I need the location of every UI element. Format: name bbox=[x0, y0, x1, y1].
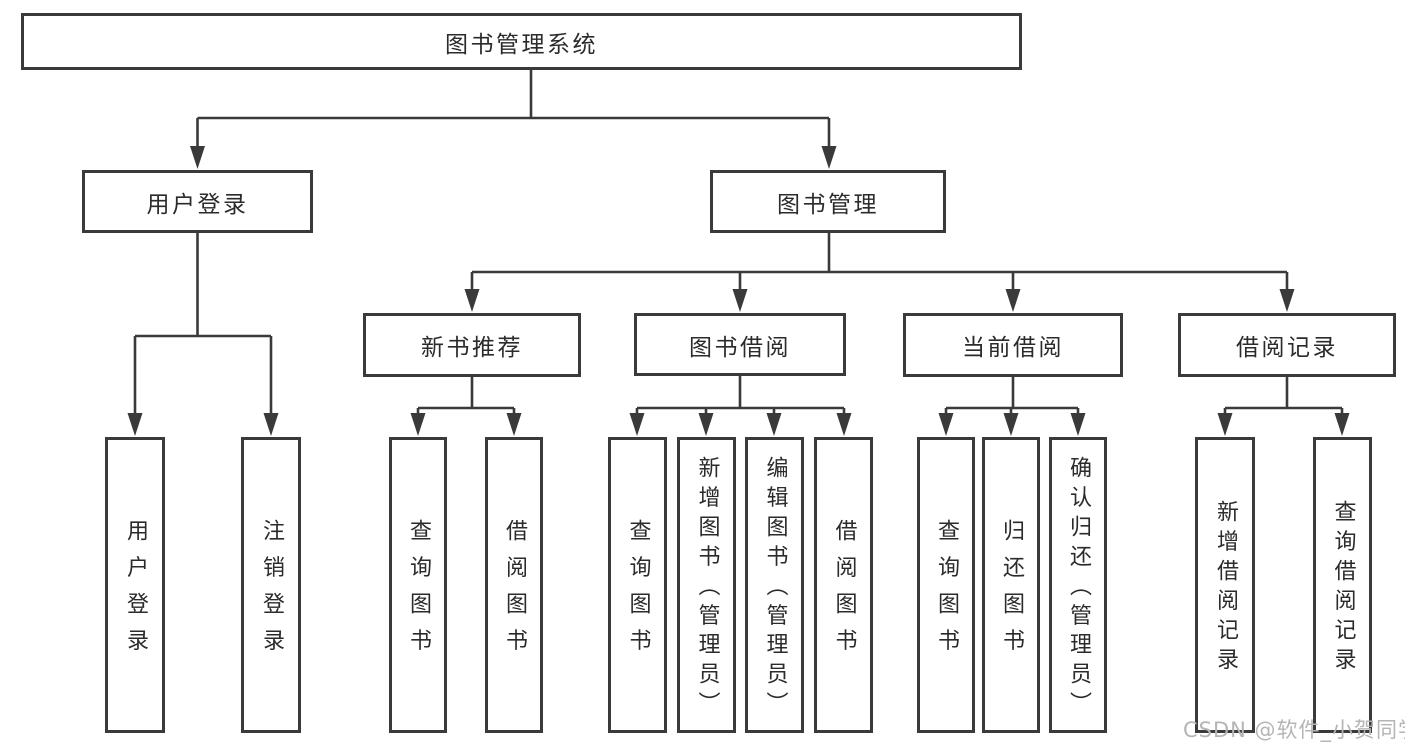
leaf-label: 确认归还（管理员） bbox=[1066, 456, 1091, 722]
leaf-confirm-return-admin: 确认归还（管理员） bbox=[1049, 437, 1107, 733]
arrowhead-icon bbox=[836, 413, 852, 436]
leaf-label: 注销登录 bbox=[259, 519, 284, 666]
leaf-label: 新增借阅记录 bbox=[1213, 500, 1238, 678]
arrowhead-icon bbox=[698, 413, 714, 436]
node-root: 图书管理系统 bbox=[21, 13, 1022, 70]
leaf-label: 编辑图书（管理员） bbox=[762, 456, 788, 722]
node-label: 新书推荐 bbox=[421, 335, 523, 361]
leaf-user-login: 用户登录 bbox=[105, 437, 165, 733]
node-new-book-recommend: 新书推荐 bbox=[363, 313, 581, 377]
leaf-label: 查询借阅记录 bbox=[1330, 500, 1356, 678]
leaf-borrow-books: 借阅图书 bbox=[814, 437, 873, 733]
leaf-label: 借阅图书 bbox=[831, 519, 857, 666]
arrowhead-icon bbox=[1005, 289, 1021, 312]
leaf-edit-books-admin: 编辑图书（管理员） bbox=[745, 437, 804, 733]
arrowhead-icon bbox=[190, 146, 205, 169]
leaf-add-books-admin: 新增图书（管理员） bbox=[677, 437, 736, 733]
node-book-management: 图书管理 bbox=[710, 170, 946, 233]
leaf-label: 查询图书 bbox=[406, 519, 431, 666]
arrowhead-icon bbox=[1003, 413, 1019, 436]
node-label: 图书管理 bbox=[777, 191, 879, 218]
leaf-query-books-current: 查询图书 bbox=[917, 437, 975, 733]
leaf-label: 借阅图书 bbox=[502, 519, 527, 666]
arrowhead-icon bbox=[410, 413, 426, 436]
node-borrowing-records: 借阅记录 bbox=[1178, 313, 1396, 377]
leaf-return-books: 归还图书 bbox=[982, 437, 1040, 733]
node-label: 借阅记录 bbox=[1236, 335, 1338, 361]
node-root-label: 图书管理系统 bbox=[445, 31, 598, 58]
arrowhead-icon bbox=[1217, 413, 1233, 436]
arrowhead-icon bbox=[766, 413, 782, 436]
leaf-query-books-recommend: 查询图书 bbox=[389, 437, 447, 733]
arrowhead-icon bbox=[938, 413, 954, 436]
arrowhead-icon bbox=[127, 413, 143, 436]
leaf-logout: 注销登录 bbox=[241, 437, 301, 733]
arrowhead-icon bbox=[1279, 289, 1295, 312]
leaf-label: 查询图书 bbox=[625, 519, 651, 666]
arrowhead-icon bbox=[506, 413, 522, 436]
arrowhead-icon bbox=[1070, 413, 1086, 436]
leaf-label: 新增图书（管理员） bbox=[694, 456, 720, 722]
node-label: 当前借阅 bbox=[962, 335, 1064, 361]
arrowhead-icon bbox=[464, 289, 480, 312]
arrowhead-icon bbox=[629, 413, 645, 436]
csdn-watermark: CSDN @软件_小贺同学 bbox=[1183, 718, 1405, 742]
leaf-label: 归还图书 bbox=[999, 519, 1024, 666]
node-current-borrowing: 当前借阅 bbox=[903, 313, 1123, 377]
arrowheads bbox=[127, 146, 1350, 436]
arrowhead-icon bbox=[263, 413, 279, 436]
leaf-label: 用户登录 bbox=[123, 519, 148, 666]
leaf-borrow-books-recommend: 借阅图书 bbox=[485, 437, 543, 733]
node-label: 图书借阅 bbox=[689, 334, 791, 361]
arrowhead-icon bbox=[1334, 413, 1350, 436]
arrowhead-icon bbox=[732, 289, 748, 312]
leaf-add-borrow-record: 新增借阅记录 bbox=[1195, 437, 1255, 733]
node-user-login: 用户登录 bbox=[82, 170, 313, 233]
connector-tree-paths bbox=[133, 69, 1344, 416]
node-book-borrowing: 图书借阅 bbox=[634, 313, 846, 376]
leaf-query-books-borrow: 查询图书 bbox=[608, 437, 667, 733]
arrowhead-icon bbox=[821, 146, 837, 169]
leaf-query-borrow-record: 查询借阅记录 bbox=[1313, 437, 1372, 733]
node-label: 用户登录 bbox=[146, 191, 249, 218]
leaf-label: 查询图书 bbox=[934, 519, 959, 666]
